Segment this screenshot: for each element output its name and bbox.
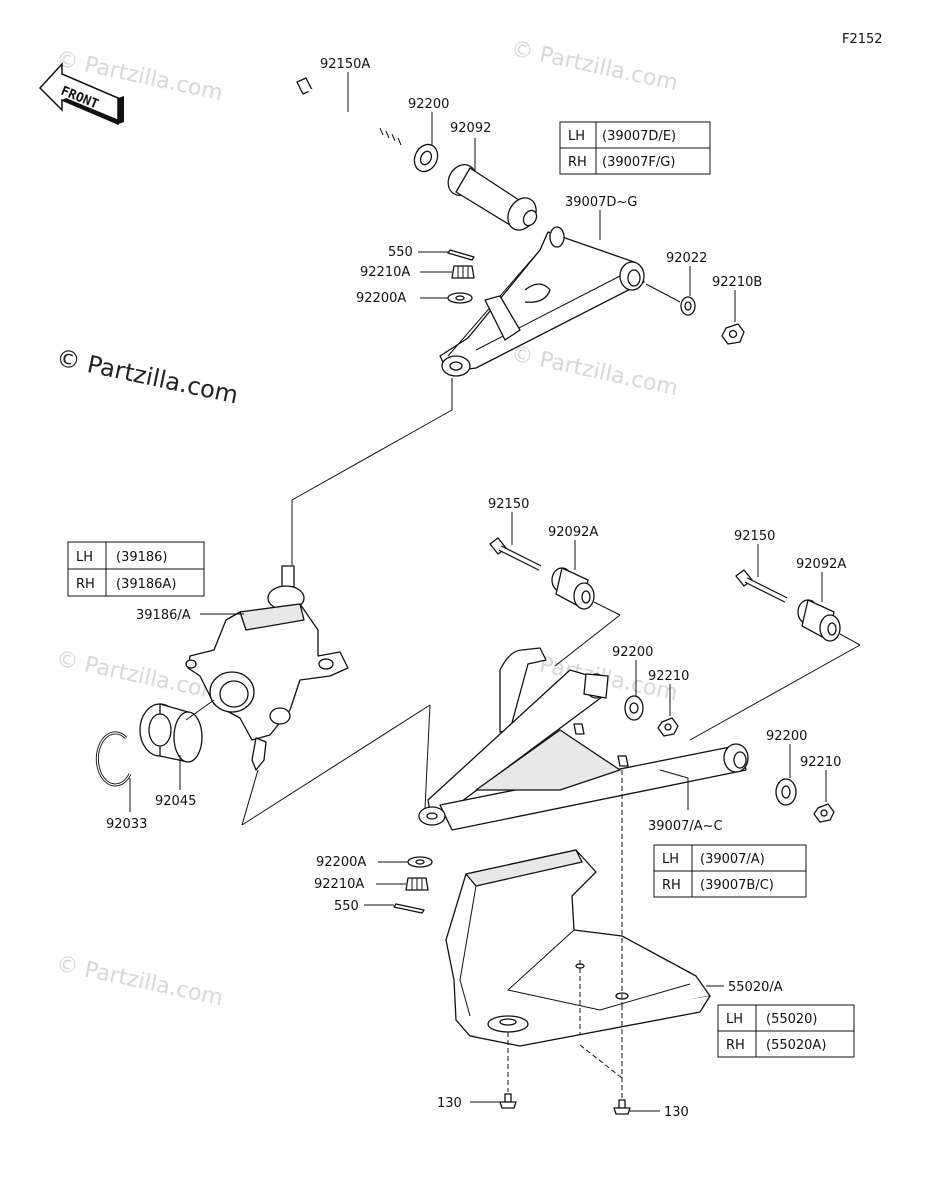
bolt-92150-b-icon	[735, 569, 788, 603]
table-knuckle-side: LH	[76, 550, 93, 565]
table-guard: LH (55020) RH (55020A)	[717, 1004, 855, 1058]
label-92022: 92022	[666, 251, 707, 266]
figure-code: F2152	[842, 32, 883, 47]
table-lower-arm-side: LH	[662, 852, 679, 867]
bolt-130-left-icon	[499, 1093, 517, 1109]
label-39007DG: 39007D~G	[565, 195, 637, 210]
label-92033: 92033	[106, 817, 147, 832]
washer-92200A-bot-icon	[407, 856, 433, 868]
label-550-bot: 550	[334, 899, 359, 914]
lower-a-arm-icon	[418, 647, 749, 831]
castle-nut-92210A-icon	[451, 265, 475, 279]
table-lower-arm-part: (39007/A)	[700, 852, 765, 867]
watermark: © Partzilla.com	[509, 36, 680, 96]
label-92210-mid: 92210	[648, 669, 689, 684]
washer-92200-mid-icon	[624, 695, 644, 721]
bushing-92092A-b-icon	[797, 599, 841, 642]
cotter-pin-550-icon	[447, 249, 475, 261]
label-39186A: 39186/A	[136, 608, 191, 623]
watermark: © Partzilla.com	[509, 341, 680, 401]
nut-92210-mid-icon	[657, 717, 679, 737]
bushing-92092-icon	[447, 164, 538, 231]
nut-92210-right-icon	[813, 803, 835, 823]
castle-nut-92210A-bot-icon	[405, 877, 429, 891]
steering-knuckle-icon	[185, 565, 349, 771]
table-knuckle-part: (39186)	[116, 550, 168, 565]
label-92150-a: 92150	[488, 497, 529, 512]
label-130-right: 130	[664, 1105, 689, 1120]
label-92092A-a: 92092A	[548, 525, 598, 540]
label-92210A-top: 92210A	[360, 265, 410, 280]
label-92210A-bot: 92210A	[314, 877, 364, 892]
washer-92200A-icon	[447, 292, 473, 304]
bushing-92092A-a-icon	[551, 567, 595, 610]
table-knuckle-side: RH	[76, 577, 95, 592]
circlip-92033-icon	[95, 731, 132, 787]
cotter-pin-550-bot-icon	[393, 903, 425, 914]
table-upper-arm-side: LH	[568, 129, 585, 144]
bolt-92150-a-icon	[489, 537, 542, 571]
table-upper-arm-side: RH	[568, 155, 587, 170]
table-guard-side: RH	[726, 1038, 745, 1053]
label-92200-right: 92200	[766, 729, 807, 744]
label-92045: 92045	[155, 794, 196, 809]
washer-92200-right-icon	[775, 778, 797, 806]
label-92200A-top: 92200A	[356, 291, 406, 306]
label-92150A: 92150A	[320, 57, 370, 72]
label-130-left: 130	[437, 1096, 462, 1111]
table-upper-arm: LH (39007D/E) RH (39007F/G)	[559, 121, 711, 175]
label-92150-b: 92150	[734, 529, 775, 544]
table-knuckle: LH (39186) RH (39186A)	[67, 541, 205, 597]
table-lower-arm-side: RH	[662, 878, 681, 893]
skid-plate-icon	[445, 849, 711, 1047]
upper-a-arm-icon	[439, 226, 645, 377]
label-92200-top: 92200	[408, 97, 449, 112]
table-upper-arm-part: (39007D/E)	[602, 129, 676, 144]
table-guard-part: (55020)	[766, 1012, 818, 1027]
table-lower-arm-part: (39007B/C)	[700, 878, 774, 893]
label-92092A-b: 92092A	[796, 557, 846, 572]
watermark: © Partzilla.com	[54, 951, 225, 1011]
bearing-92045-icon	[139, 703, 203, 763]
label-39007AC: 39007/A~C	[648, 819, 723, 834]
label-92210B: 92210B	[712, 275, 762, 290]
table-upper-arm-part: (39007F/G)	[602, 155, 675, 170]
label-92200-mid: 92200	[612, 645, 653, 660]
table-guard-side: LH	[726, 1012, 743, 1027]
bolt-130-right-icon	[613, 1099, 631, 1115]
washer-92200-icon	[413, 143, 439, 173]
bolt-92150A-icon	[296, 77, 403, 146]
nut-92210B-icon	[721, 323, 745, 345]
washer-92022-icon	[680, 296, 696, 316]
label-550-top: 550	[388, 245, 413, 260]
label-92200A-bot: 92200A	[316, 855, 366, 870]
table-lower-arm: LH (39007/A) RH (39007B/C)	[653, 844, 807, 898]
label-92092: 92092	[450, 121, 491, 136]
table-knuckle-part: (39186A)	[116, 577, 176, 592]
label-55020A: 55020/A	[728, 980, 783, 995]
label-92210-right: 92210	[800, 755, 841, 770]
watermark-large: © Partzilla.com	[54, 343, 241, 409]
table-guard-part: (55020A)	[766, 1038, 826, 1053]
